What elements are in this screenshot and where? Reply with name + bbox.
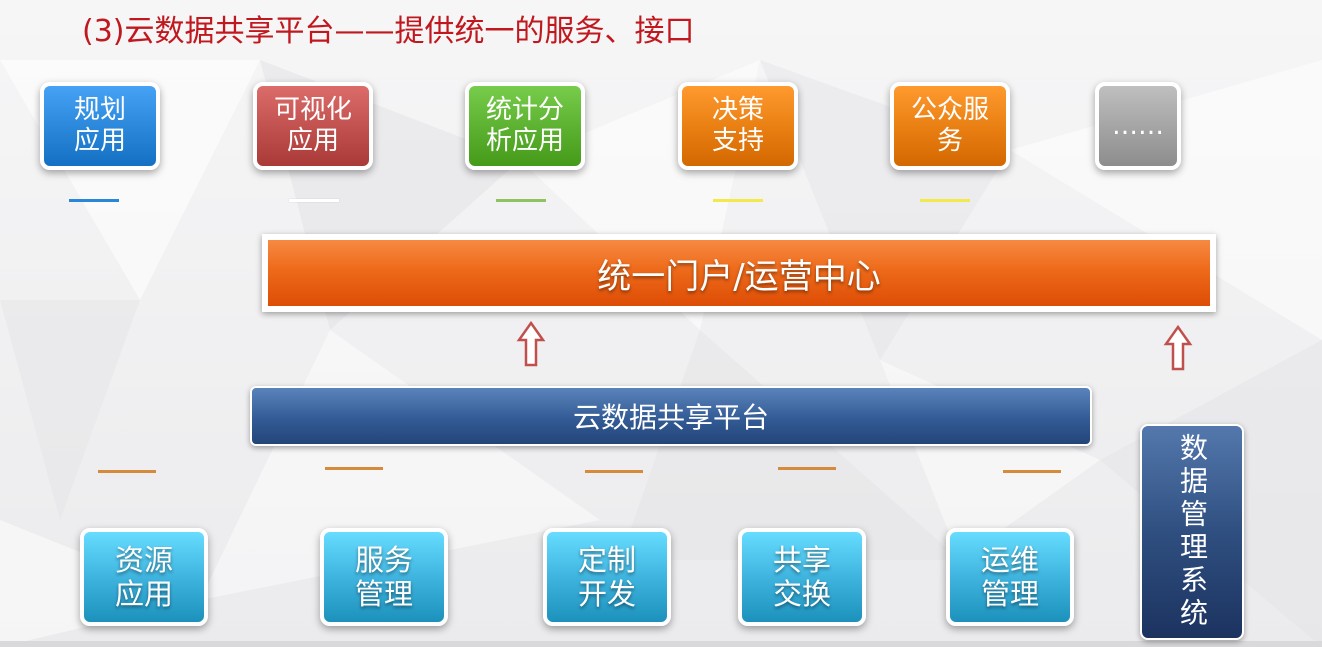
planning-app-label: 规划 应用 (73, 95, 126, 156)
public-service-label: 公众服 务 (910, 95, 989, 156)
visualization-app-label: 可视化 应用 (273, 95, 352, 156)
unified-portal-label: 统一门户/运营中心 (597, 256, 881, 297)
connector-dash (1003, 470, 1061, 473)
connector-dash (325, 467, 383, 470)
data-management-system-label: 数据管理系统 (1176, 433, 1209, 631)
connector-dash (585, 470, 643, 473)
data-management-system-box[interactable]: 数据管理系统 (1140, 424, 1244, 640)
custom-development-tile[interactable]: 定制 开发 (543, 528, 671, 626)
decision-support-tile[interactable]: 决策 支持 (678, 82, 798, 170)
operations-management-label: 运维 管理 (980, 542, 1039, 611)
visualization-app-tile[interactable]: 可视化 应用 (253, 82, 373, 170)
up-arrow-icon (1163, 324, 1193, 371)
more-apps-tile[interactable]: …… (1095, 82, 1181, 170)
page-title: (3)云数据共享平台——提供统一的服务、接口 (82, 14, 695, 49)
operations-management-tile[interactable]: 运维 管理 (946, 528, 1074, 626)
connector-dash (98, 470, 156, 473)
decision-support-label: 决策 支持 (711, 95, 764, 156)
sharing-exchange-label: 共享 交换 (772, 542, 831, 611)
sharing-exchange-tile[interactable]: 共享 交换 (738, 528, 866, 626)
service-management-tile[interactable]: 服务 管理 (320, 528, 448, 626)
unified-portal-bar[interactable]: 统一门户/运营中心 (262, 234, 1216, 312)
up-arrow-icon (516, 320, 546, 367)
connector-dash (289, 199, 339, 202)
resource-app-label: 资源 应用 (114, 542, 173, 611)
connector-dash (69, 199, 119, 202)
cloud-data-platform-label: 云数据共享平台 (572, 401, 769, 434)
service-management-label: 服务 管理 (354, 542, 413, 611)
more-apps-label: …… (1112, 110, 1164, 141)
connector-dash (778, 467, 836, 470)
connector-dash (713, 199, 763, 202)
statistics-app-label: 统计分 析应用 (485, 95, 564, 156)
statistics-app-tile[interactable]: 统计分 析应用 (465, 82, 585, 170)
unified-portal-fill: 统一门户/运营中心 (268, 240, 1210, 306)
custom-development-label: 定制 开发 (577, 542, 636, 611)
planning-app-tile[interactable]: 规划 应用 (40, 82, 160, 170)
connector-dash (920, 199, 970, 202)
connector-dash (496, 199, 546, 202)
public-service-tile[interactable]: 公众服 务 (890, 82, 1010, 170)
cloud-data-platform-bar[interactable]: 云数据共享平台 (250, 386, 1092, 446)
resource-app-tile[interactable]: 资源 应用 (80, 528, 208, 626)
